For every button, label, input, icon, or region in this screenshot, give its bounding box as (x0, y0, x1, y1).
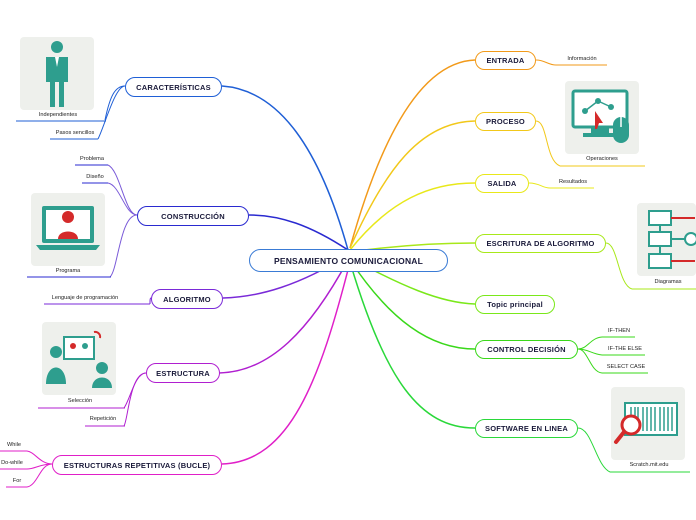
leaf-informacion[interactable]: Información (567, 56, 597, 62)
connector-software (349, 261, 476, 429)
node-control-decision[interactable]: CONTROL DECISIÓN (475, 340, 578, 359)
leaf-lenguaje[interactable]: Lenguaje de programación (51, 295, 119, 301)
connector-bucle (221, 261, 351, 465)
barcode-search-icon (614, 402, 678, 444)
connector-entrada (349, 59, 476, 249)
node-salida[interactable]: SALIDA (475, 174, 529, 193)
node-algoritmo[interactable]: ALGORITMO (151, 289, 223, 309)
leaf-independientes[interactable]: Independientes (38, 112, 78, 118)
flowchart-icon (648, 210, 696, 269)
node-estructura[interactable]: ESTRUCTURA (146, 363, 220, 383)
leaf-resultados[interactable]: Resultados (559, 179, 587, 185)
leaf-pasos-sencillos[interactable]: Pasos sencillos (55, 130, 95, 136)
leaf-seleccion[interactable]: Selección (67, 398, 93, 404)
central-topic[interactable]: PENSAMIENTO COMUNICACIONAL (249, 249, 448, 272)
connector-salida (349, 182, 476, 251)
connector-proceso (349, 120, 476, 249)
leaf-if-then[interactable]: IF-THEN (607, 328, 631, 334)
node-topic-principal[interactable]: Topic principal (475, 295, 555, 314)
leaf-diagramas[interactable]: Diagramas (654, 279, 682, 285)
leaf-while[interactable]: While (7, 442, 21, 448)
leaf-select-case[interactable]: SELECT CASE (606, 364, 646, 370)
image-seleccion (42, 322, 116, 395)
leaf-programa[interactable]: Programa (55, 268, 81, 274)
node-entrada[interactable]: ENTRADA (475, 51, 536, 70)
leaf-diseno[interactable]: Diseño (86, 174, 104, 180)
connector-estructura (218, 259, 349, 374)
businessman-icon (46, 41, 68, 107)
leaf-repeticion[interactable]: Repetición (89, 416, 117, 422)
leaf-for[interactable]: For (12, 478, 22, 484)
node-escritura[interactable]: ESCRITURA DE ALGORITMO (475, 234, 606, 253)
leaf-problema[interactable]: Problema (80, 156, 104, 162)
leaf-operaciones[interactable]: Operaciones (586, 156, 618, 162)
node-software[interactable]: SOFTWARE EN LINEA (475, 419, 578, 438)
image-programa (31, 193, 105, 266)
computer-network-icon (571, 89, 629, 143)
meeting-icon (46, 330, 112, 388)
image-diagramas (637, 203, 696, 276)
image-independientes (20, 37, 94, 110)
leaf-do-while[interactable]: Do-while (1, 460, 23, 466)
connector-construccion (248, 214, 349, 251)
image-operaciones (565, 81, 639, 154)
node-bucle[interactable]: ESTRUCTURAS REPETITIVAS (BUCLE) (52, 455, 222, 475)
connector-caracteristicas (221, 85, 349, 251)
laptop-user-icon (36, 206, 100, 250)
leaf-if-the-else[interactable]: IF-THE ELSE (608, 346, 642, 352)
node-proceso[interactable]: PROCESO (475, 112, 536, 131)
node-construccion[interactable]: CONSTRUCCIÓN (137, 206, 249, 226)
image-scratch (611, 387, 685, 460)
node-caracteristicas[interactable]: CARACTERÍSTICAS (125, 77, 222, 97)
connector-decision (349, 259, 476, 350)
leaf-scratch[interactable]: Scratch.mit.edu (629, 462, 669, 468)
